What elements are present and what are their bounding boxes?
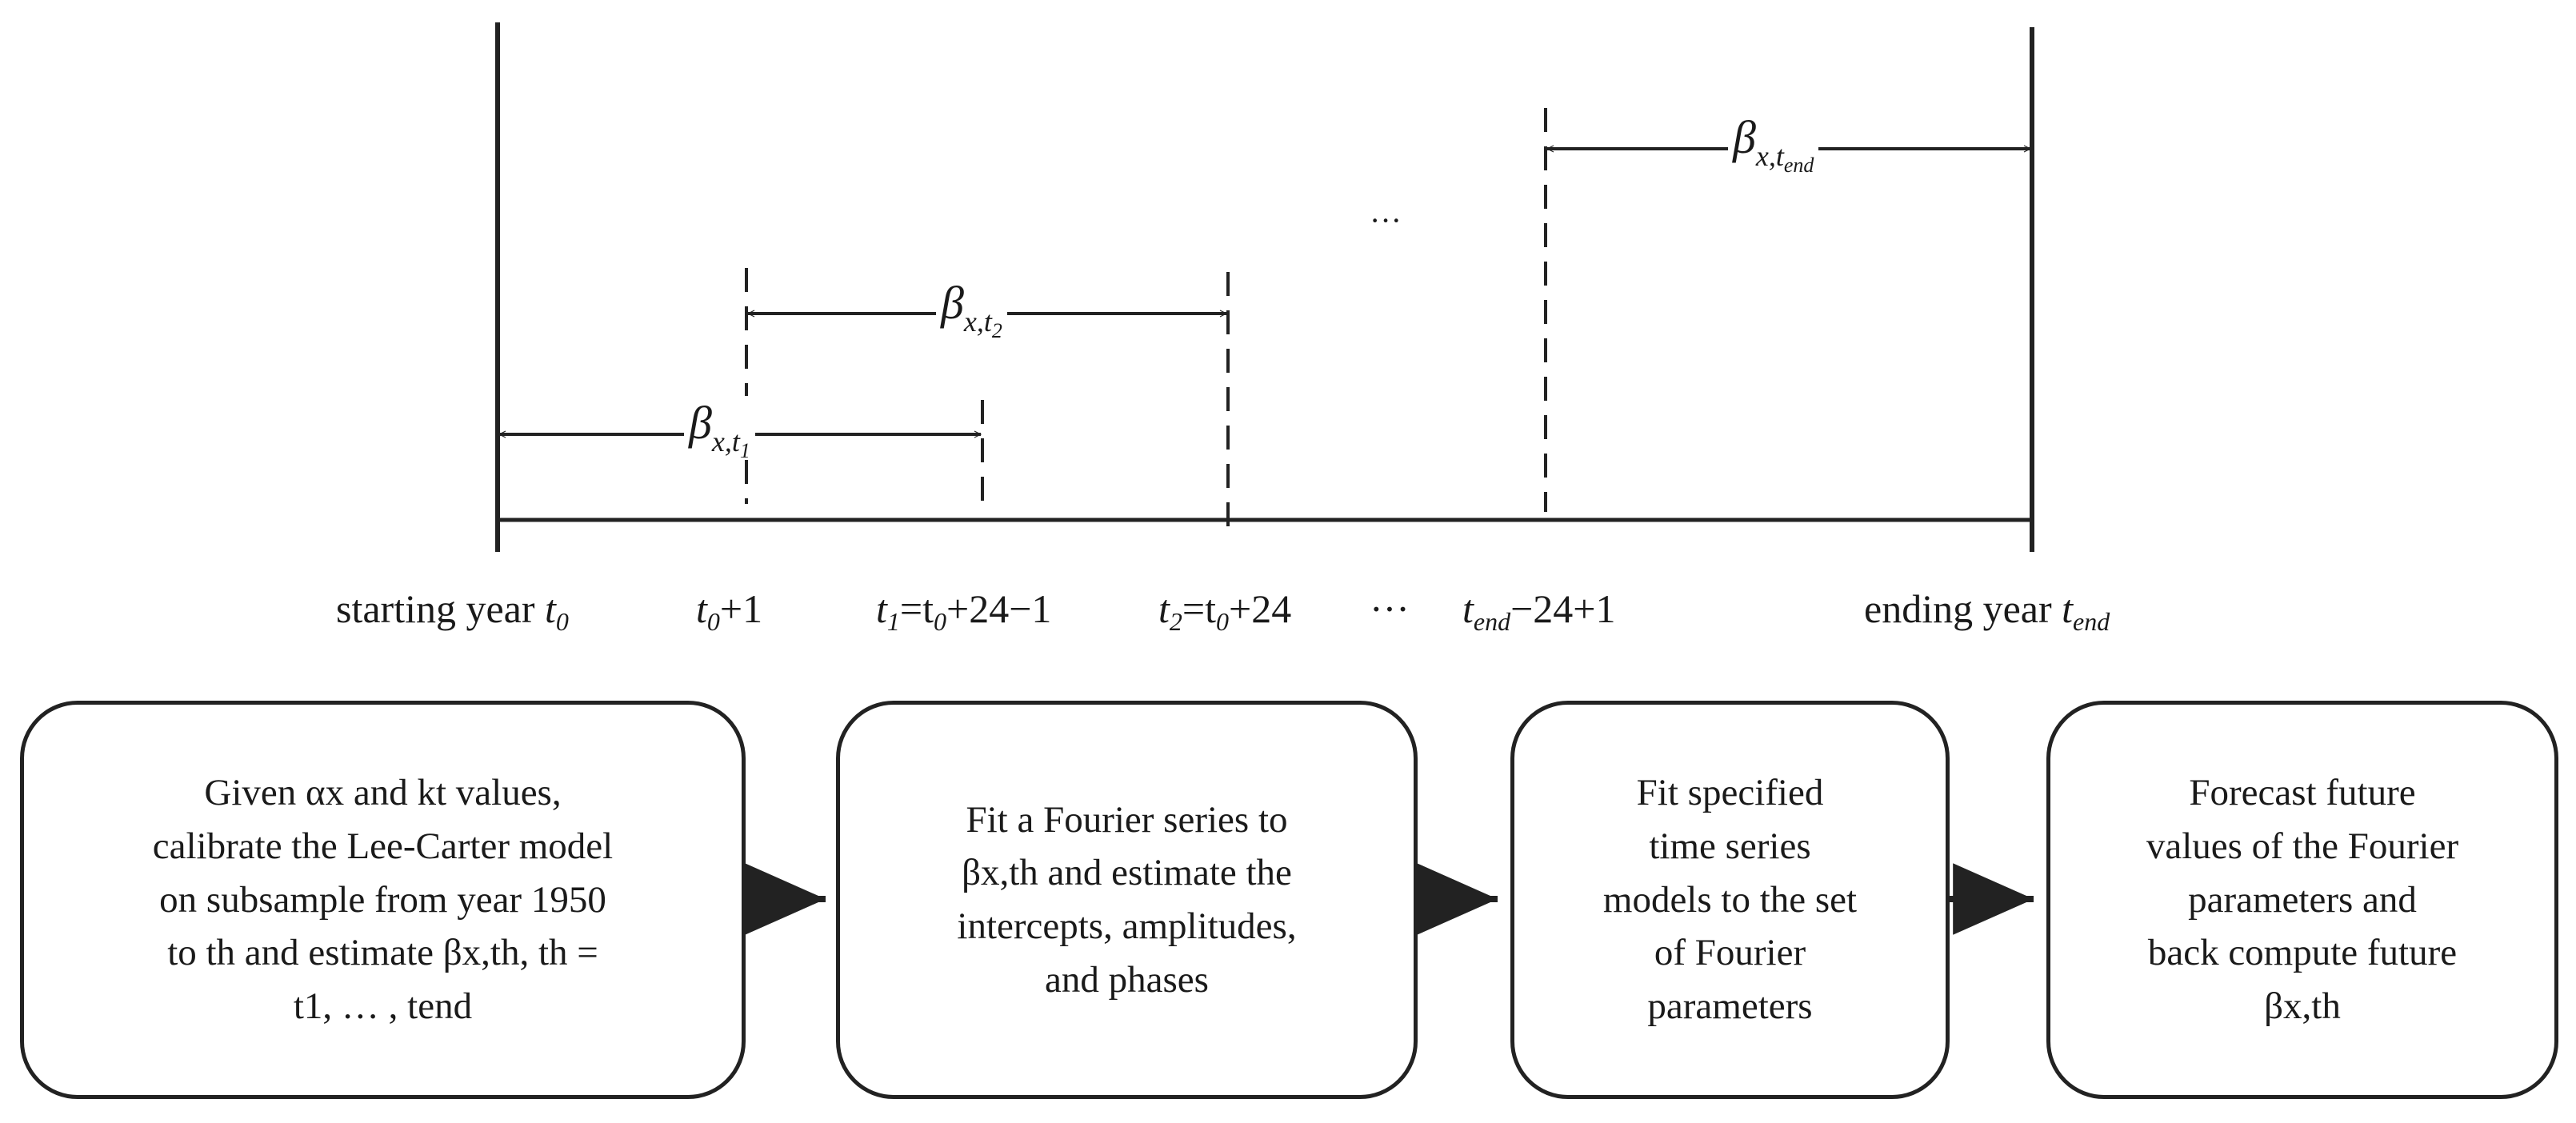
box-line: of Fourier [1654, 932, 1806, 974]
beta-sub: x,t1 [711, 426, 750, 462]
box-line: Fit specified [1636, 772, 1824, 814]
box-fit-time-series: Fit specified time series models to the … [1510, 701, 1950, 1099]
year-label-t2: t2=t0+24 [1158, 586, 1292, 636]
box-line: to th and estimate βx,th, th = [167, 932, 598, 974]
year-label-t0-plus-1: t0+1 [696, 586, 763, 636]
box-forecast: Forecast future values of the Fourier pa… [2046, 701, 2558, 1099]
box-line: Given αx and kt values, [204, 772, 562, 814]
year-label-dots: ··· [1370, 586, 1410, 631]
interval-label-beta-t2: βx,t2 [936, 276, 1007, 342]
box-line: models to the set [1602, 878, 1858, 921]
box-line: Fit a Fourier series to [966, 798, 1288, 841]
year-label-start: starting year t0 [336, 586, 569, 636]
window-ellipsis: ··· [1370, 202, 1402, 238]
box-line: back compute future [2147, 932, 2458, 974]
box-line: and phases [1045, 958, 1209, 1001]
box-line: calibrate the Lee-Carter model [152, 825, 614, 867]
box-line: parameters and [2188, 878, 2417, 921]
box-line: Forecast future [2189, 772, 2416, 814]
year-label-tend-minus: tend−24+1 [1462, 586, 1616, 636]
box-fit-fourier: Fit a Fourier series to βx,th and estima… [836, 701, 1418, 1099]
box-line: βx,th [2264, 985, 2341, 1028]
beta-symbol: β [941, 277, 964, 329]
box-line: βx,th and estimate the [962, 852, 1292, 894]
box-line: time series [1649, 825, 1811, 867]
beta-symbol: β [689, 397, 712, 449]
year-label-end: ending year tend [1864, 586, 2110, 636]
year-label-t1: t1=t0+24−1 [876, 586, 1052, 636]
interval-label-beta-tend: βx,tend [1728, 110, 1819, 176]
box-line: t1, … , tend [293, 985, 473, 1028]
box-line: on subsample from year 1950 [159, 878, 606, 921]
box-calibrate-lee-carter: Given αx and kt values, calibrate the Le… [20, 701, 746, 1099]
box-line: parameters [1647, 985, 1813, 1028]
beta-symbol: β [1733, 111, 1756, 163]
box-line: values of the Fourier [2146, 825, 2459, 867]
interval-label-beta-t1: βx,t1 [684, 396, 755, 462]
box-line: intercepts, amplitudes, [957, 905, 1297, 947]
beta-sub: x,tend [1755, 140, 1814, 177]
beta-sub: x,t2 [963, 306, 1002, 342]
